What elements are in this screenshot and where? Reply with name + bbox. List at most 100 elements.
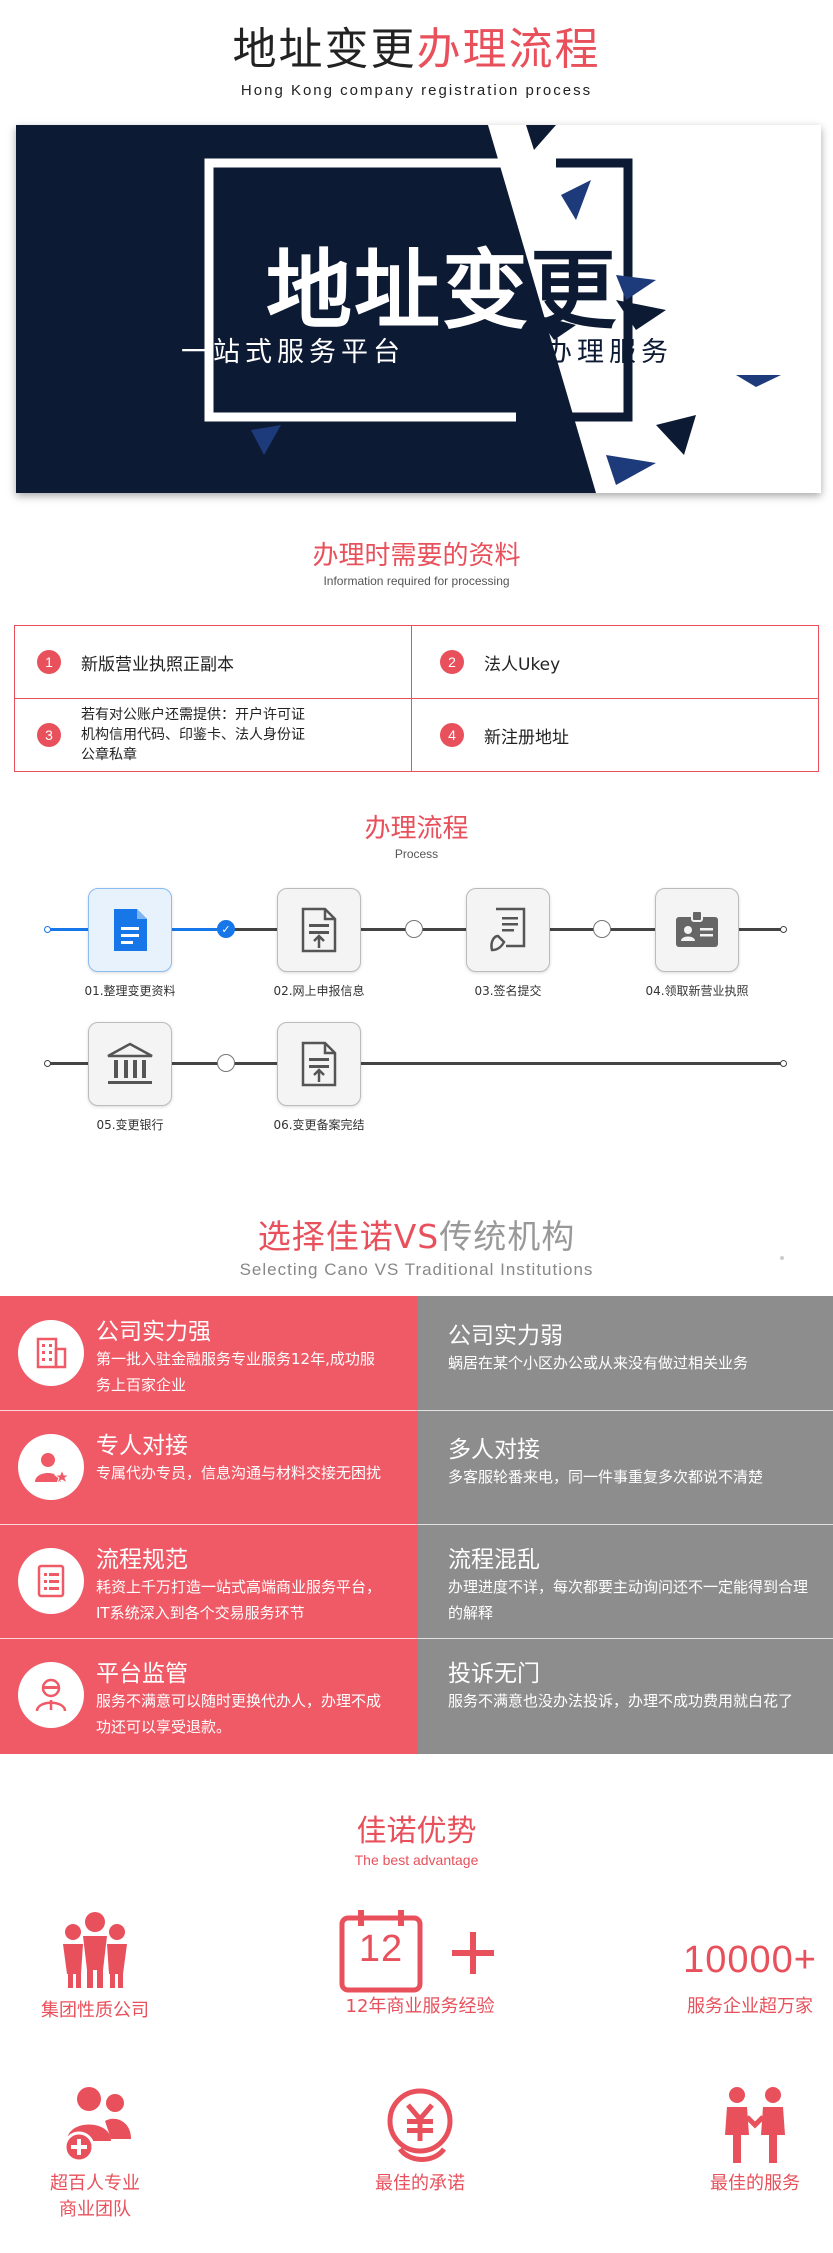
group-people-icon	[63, 1912, 127, 1988]
vs-title-gray: 传统机构	[439, 1217, 576, 1256]
page-header: 地址变更办理流程 Hong Kong company registration …	[0, 22, 833, 99]
vs-left-title: 流程规范	[96, 1547, 188, 1573]
advantage-item: 最佳的承诺	[345, 2083, 495, 2197]
vs-left-desc: 专属代办专员，信息沟通与材料交接无困扰	[96, 1464, 382, 1482]
materials-subtitle: Information required for processing	[323, 574, 510, 588]
vs-subtitle: Selecting Cano VS Traditional Institutio…	[239, 1260, 594, 1279]
banner-slogan-right: 专业办理服务	[481, 337, 673, 368]
vs-title-red: 选择佳诺VS	[257, 1217, 440, 1256]
vs-title: 选择佳诺VS传统机构	[0, 1210, 833, 1258]
step-connector-dot	[217, 1054, 235, 1072]
number-icon: 10000+	[683, 1939, 817, 1981]
materials-number-badge: 1	[37, 650, 61, 674]
process-step-1[interactable]	[88, 888, 172, 972]
process-line-start	[44, 1060, 51, 1067]
process-step-label: 02.网上申报信息	[273, 984, 365, 998]
advantage-label: 集团性质公司	[41, 2000, 149, 2021]
materials-number-badge: 4	[440, 723, 464, 747]
vs-right-desc: 蜗居在某个小区办公或从来没有做过相关业务	[448, 1354, 749, 1372]
process-step-6[interactable]	[277, 1022, 361, 1106]
process-line-start	[44, 926, 51, 933]
process-line-end	[780, 926, 787, 933]
advantage-item: 超百人专业 商业团队	[20, 2083, 170, 2223]
advantage-item: 最佳的服务	[680, 2083, 830, 2197]
vs-left-desc: 服务不满意可以随时更换代办人，办理不成功还可以享受退款。	[96, 1692, 382, 1736]
agent-icon	[18, 1434, 84, 1500]
vs-right-desc: 服务不满意也没办法投诉，办理不成功费用就白花了	[448, 1692, 794, 1710]
advantage-label: 12年商业服务经验	[345, 1996, 495, 2017]
process-step-4[interactable]	[655, 888, 739, 972]
vs-left-title: 公司实力强	[96, 1319, 211, 1345]
file-complete-icon	[301, 1041, 337, 1087]
banner-title: 地址变更	[266, 220, 618, 345]
building-icon	[18, 1320, 84, 1386]
advantage-title: 佳诺优势	[356, 1814, 477, 1849]
materials-item-text: 法人Ukey	[484, 654, 561, 675]
team-plus-icon	[63, 2087, 131, 2163]
advantage-section-title: 佳诺优势 The best advantage	[0, 1806, 833, 1868]
materials-item-line: 机构信用代码、印鉴卡、法人身份证	[81, 727, 305, 743]
materials-number-badge: 2	[440, 650, 464, 674]
page-title: 地址变更办理流程	[0, 22, 833, 78]
advantage-item: 集团性质公司	[20, 1910, 170, 2024]
process-step-5[interactable]	[88, 1022, 172, 1106]
banner-slogan-left: 一站式服务平台	[181, 337, 405, 368]
document-icon	[114, 909, 147, 951]
advantage-item: 10000+ 服务企业超万家	[670, 1910, 830, 2020]
process-line	[50, 1062, 783, 1065]
materials-item-3: 3 若有对公账户还需提供：开户许可证 机构信用代码、印鉴卡、法人身份证 公章私章	[37, 698, 305, 772]
vs-left-desc: 耗资上千万打造一站式高端商业服务平台，IT系统深入到各个交易服务环节	[96, 1578, 382, 1622]
process-section-title: 办理流程 Process	[0, 808, 833, 861]
vs-right-panel	[418, 1296, 833, 1754]
banner-background	[16, 125, 781, 493]
vs-section-title: 选择佳诺VS传统机构 Selecting Cano VS Traditional…	[0, 1210, 833, 1280]
calendar-number: 12	[358, 1928, 404, 1970]
materials-item-line: 若有对公账户还需提供：开户许可证	[81, 707, 305, 723]
checklist-icon	[18, 1548, 84, 1614]
materials-item-4: 4 新注册地址	[440, 698, 569, 772]
materials-item-line: 公章私章	[81, 747, 137, 763]
banner-title-white: 地址变	[266, 241, 530, 341]
materials-item-text: 新版营业执照正副本	[81, 654, 234, 675]
hero-banner: 地址变更 一站式服务平台 专业办理服务	[16, 125, 821, 493]
materials-section-title: 办理时需要的资料 Information required for proces…	[0, 535, 833, 588]
process-step-2[interactable]	[277, 888, 361, 972]
bank-icon	[107, 1042, 153, 1084]
vs-comparison-table: 公司实力强 第一批入驻金融服务专业服务12年,成功服务上百家企业 公司实力弱 蜗…	[0, 1296, 833, 1754]
vs-right-title: 流程混乱	[448, 1547, 540, 1573]
step-connector-dot	[405, 920, 423, 938]
page-subtitle: Hong Kong company registration process	[240, 82, 593, 99]
vs-left-desc: 第一批入驻金融服务专业服务12年,成功服务上百家企业	[96, 1350, 375, 1394]
banner-title-dark: 更	[530, 241, 618, 341]
process-title: 办理流程	[364, 814, 469, 844]
vs-right-title: 投诉无门	[448, 1661, 540, 1687]
materials-number-badge: 3	[37, 723, 61, 747]
process-step-label: 06.变更备案完结	[273, 1118, 365, 1132]
process-step-label: 05.变更银行	[96, 1118, 164, 1132]
vs-right-desc: 多客服轮番来电，同一件事重复多次都说不清楚	[448, 1468, 764, 1486]
advantage-item: 12 12年商业服务经验	[330, 1910, 510, 2020]
handshake-people-icon	[725, 2087, 785, 2163]
id-card-icon	[676, 910, 718, 947]
materials-table: 1 新版营业执照正副本 2 法人Ukey 3 若有对公账户还需提供：开户许可证 …	[14, 625, 819, 772]
process-step-3[interactable]	[466, 888, 550, 972]
process-step-label: 04.领取新营业执照	[645, 984, 749, 998]
advantage-label: 最佳的服务	[710, 2173, 800, 2194]
vs-right-desc: 办理进度不详，每次都要主动询问还不一定能得到合理的解释	[448, 1578, 809, 1622]
process-step-label: 03.签名提交	[474, 984, 542, 998]
upload-document-icon	[301, 907, 337, 953]
step-connector-dot	[593, 920, 611, 938]
process-step-label: 01.整理变更资料	[84, 984, 176, 998]
calendar-12-icon: 12	[330, 1910, 510, 1994]
advantage-label: 服务企业超万家	[687, 1996, 813, 2017]
sign-document-icon	[490, 907, 526, 952]
decorative-dot	[780, 1256, 784, 1260]
vs-right-title: 多人对接	[448, 1437, 540, 1463]
advantage-label: 最佳的承诺	[375, 2173, 465, 2194]
advantage-label: 超百人专业 商业团队	[20, 2171, 170, 2223]
advantage-label-line: 商业团队	[59, 2199, 131, 2220]
vs-left-title: 专人对接	[96, 1433, 188, 1459]
title-black-part: 地址变更	[232, 24, 417, 75]
materials-item-text: 新注册地址	[484, 727, 569, 748]
title-red-part: 办理流程	[416, 24, 601, 75]
